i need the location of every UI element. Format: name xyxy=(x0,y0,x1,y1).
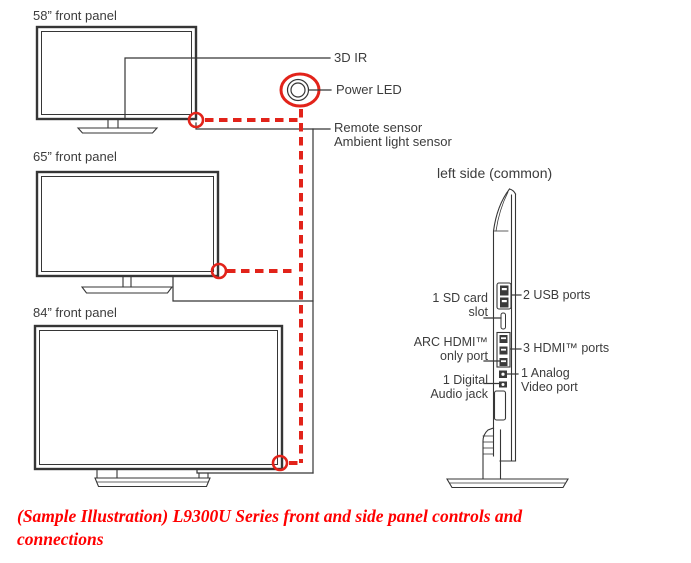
callout-hdmi-ports: 3 HDMI™ ports xyxy=(523,341,610,355)
callout-lines-side xyxy=(483,294,522,385)
arc-hdmi-line2: only port xyxy=(440,348,488,363)
callout-lines-front xyxy=(124,57,331,474)
hdmi-ports-icon xyxy=(496,331,511,368)
digital-audio-line2: Audio jack xyxy=(430,386,488,401)
usb-ports-icon xyxy=(496,282,512,310)
side-ports xyxy=(493,282,512,421)
figure-caption-line2: connections xyxy=(17,529,104,549)
digital-audio-jack-icon xyxy=(499,381,507,388)
callout-analog-video: 1 Analog Video port xyxy=(521,366,578,394)
panel-58-label: 58” front panel xyxy=(33,8,117,23)
callout-power-led: Power LED xyxy=(336,82,402,97)
callout-arc-hdmi: ARC HDMI™ only port xyxy=(403,335,488,363)
sd-card-slot-icon xyxy=(500,312,506,330)
callout-usb-ports: 2 USB ports xyxy=(523,288,591,302)
tv-58-front-illustration xyxy=(35,25,198,134)
figure-caption-line1: (Sample Illustration) L9300U Series fron… xyxy=(17,506,523,526)
callout-digital-audio: 1 Digital Audio jack xyxy=(403,373,488,401)
tv-84-front-illustration xyxy=(33,324,284,488)
tv-65-front-illustration xyxy=(35,170,220,294)
analog-video-line1: 1 Analog xyxy=(521,366,570,380)
figure-caption: (Sample Illustration) L9300U Series fron… xyxy=(17,505,677,551)
callout-sd-card: 1 SD card slot xyxy=(403,291,488,319)
side-view-heading: left side (common) xyxy=(437,165,553,181)
analog-video-line2: Video port xyxy=(521,379,578,394)
sensor-locator-dashed-lines xyxy=(205,109,303,465)
analog-video-port-icon xyxy=(499,370,507,378)
callout-remote-sensor: Remote sensor xyxy=(334,120,423,135)
callout-3d-ir: 3D IR xyxy=(334,50,368,65)
tv-side-profile-illustration xyxy=(446,188,569,489)
sd-card-line2: slot xyxy=(468,304,488,319)
power-led-icon xyxy=(279,72,332,108)
sensor-marker-icon xyxy=(187,111,289,472)
panel-84-label: 84” front panel xyxy=(33,305,117,320)
panel-65-label: 65” front panel xyxy=(33,149,117,164)
callout-ambient-sensor: Ambient light sensor xyxy=(334,133,452,149)
sd-card-line1: 1 SD card xyxy=(432,291,488,305)
side-cover-plate xyxy=(493,390,507,421)
callout-sensors: Remote sensor Ambient light sensor xyxy=(334,121,452,148)
arc-hdmi-line1: ARC HDMI™ xyxy=(413,335,488,349)
digital-audio-line1: 1 Digital xyxy=(442,373,488,387)
